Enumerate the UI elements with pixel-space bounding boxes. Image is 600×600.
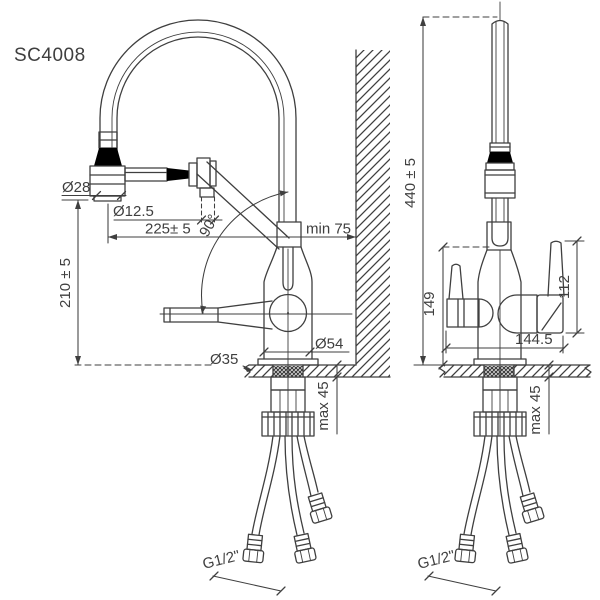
spout-holder bbox=[486, 221, 512, 251]
spray-head bbox=[89, 131, 126, 202]
left-handle-side bbox=[446, 263, 494, 328]
mounting-thread-section bbox=[484, 366, 514, 377]
base-flange bbox=[473, 358, 527, 366]
model-label: SC4008 bbox=[14, 45, 86, 66]
break-line bbox=[584, 364, 592, 378]
swivel-arc bbox=[200, 191, 289, 314]
swivel-arm-edge bbox=[206, 161, 290, 239]
hose-fitting bbox=[242, 533, 265, 564]
dim-thread-right: G1/2" bbox=[416, 547, 457, 573]
wall-section bbox=[355, 49, 390, 377]
countertop-side-view bbox=[438, 364, 592, 378]
right-handle-side bbox=[497, 240, 565, 334]
faucet-body-side bbox=[473, 221, 527, 437]
dim-length-225: 225± 5 bbox=[145, 221, 191, 238]
dim-min-75: min 75 bbox=[306, 221, 351, 238]
hose-fitting bbox=[505, 532, 529, 564]
front-view-drawing bbox=[89, 19, 353, 564]
under-counter-side bbox=[454, 376, 545, 564]
dim-diameter-54: Ø54 bbox=[315, 336, 343, 353]
side-view-drawing bbox=[446, 1, 565, 564]
faucet-body-front bbox=[159, 221, 353, 437]
supply-hoses bbox=[251, 435, 319, 536]
hose-fitting bbox=[454, 533, 477, 564]
front-view-dimensions bbox=[61, 190, 357, 596]
dim-diameter-35: Ø35 bbox=[210, 351, 238, 368]
dim-thread-left: G1/2" bbox=[201, 547, 242, 573]
dim-height-210: 210 ± 5 bbox=[57, 258, 74, 308]
spray-outlet bbox=[199, 187, 215, 198]
dim-height-112: 112 bbox=[556, 275, 573, 299]
hose-fitting bbox=[307, 492, 333, 524]
hose-fitting bbox=[519, 492, 545, 524]
mounting-nut bbox=[473, 411, 527, 437]
spout-side bbox=[484, 1, 516, 223]
gooseneck-spout bbox=[99, 19, 297, 223]
side-view-dimensions bbox=[413, 16, 585, 596]
supply-hoses bbox=[463, 435, 531, 536]
dim-max-45-right: max 45 bbox=[527, 385, 544, 434]
dim-max-45-left: max 45 bbox=[315, 381, 332, 430]
mounting-nut bbox=[261, 411, 315, 437]
dim-width-144-5: 144.5 bbox=[515, 331, 553, 348]
hose-fitting bbox=[293, 532, 317, 564]
dim-height-149: 149 bbox=[421, 291, 438, 316]
dim-diameter-12-5: Ø12.5 bbox=[113, 203, 154, 220]
handle-front bbox=[163, 300, 273, 330]
under-counter-front bbox=[242, 376, 333, 564]
dim-height-440: 440 ± 5 bbox=[402, 158, 419, 208]
dim-diameter-28: Ø28 bbox=[62, 179, 90, 196]
